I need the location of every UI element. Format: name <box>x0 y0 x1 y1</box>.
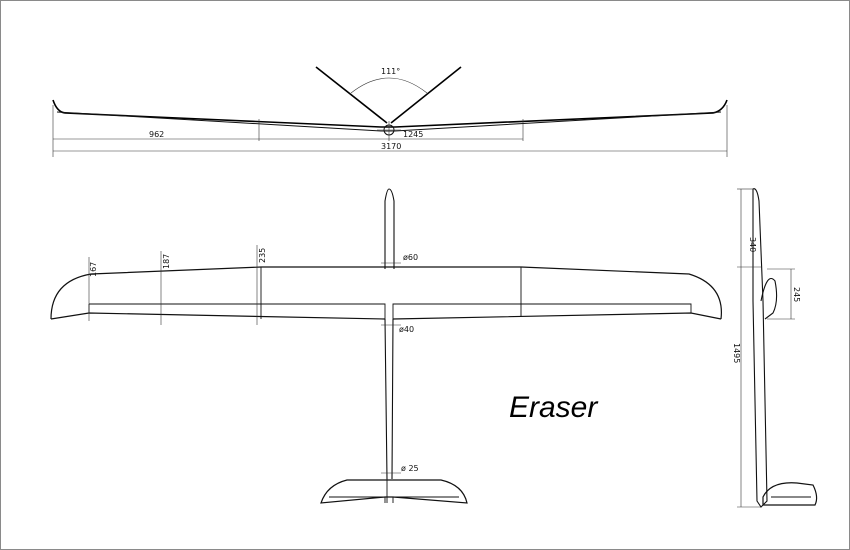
dim-dia-tail: ø 25 <box>401 464 419 473</box>
front-wing <box>52 99 728 128</box>
side-view: 340 1495 245 <box>732 188 818 508</box>
wing-trailing-edge <box>50 312 722 320</box>
dim-chord-mid: 187 <box>162 254 171 269</box>
dim-outer-span: 962 <box>149 130 164 139</box>
v-tail-right <box>390 66 462 124</box>
wing-leading-edge <box>50 266 722 320</box>
dim-chord-tip: 167 <box>89 262 98 277</box>
dim-fuselage-length: 1495 <box>732 343 741 363</box>
side-fin <box>762 482 818 506</box>
dim-fin-height: 245 <box>792 287 801 302</box>
side-wing-root <box>760 277 778 320</box>
v-tail-left <box>315 66 388 124</box>
horizontal-stabilizer <box>320 479 468 504</box>
dim-chord-root: 235 <box>258 248 267 263</box>
dim-dia-mid: ø40 <box>399 325 414 334</box>
dim-center-span: 1245 <box>403 130 423 139</box>
drawing-title: Eraser <box>509 391 598 424</box>
front-view: 111° 962 1245 3170 <box>52 66 728 157</box>
side-fuselage <box>752 188 768 508</box>
fuselage-nose <box>384 188 395 269</box>
dim-total-span: 3170 <box>381 142 401 151</box>
front-wing-lower <box>56 111 722 132</box>
dihedral-arc <box>350 77 428 94</box>
fuselage-boom <box>384 318 394 480</box>
dim-nose-length: 340 <box>748 237 757 252</box>
dihedral-angle-label: 111° <box>381 67 400 76</box>
dim-dia-front: ø60 <box>403 253 418 262</box>
top-view: 167 187 235 ø60 ø40 ø 25 <box>50 188 722 504</box>
